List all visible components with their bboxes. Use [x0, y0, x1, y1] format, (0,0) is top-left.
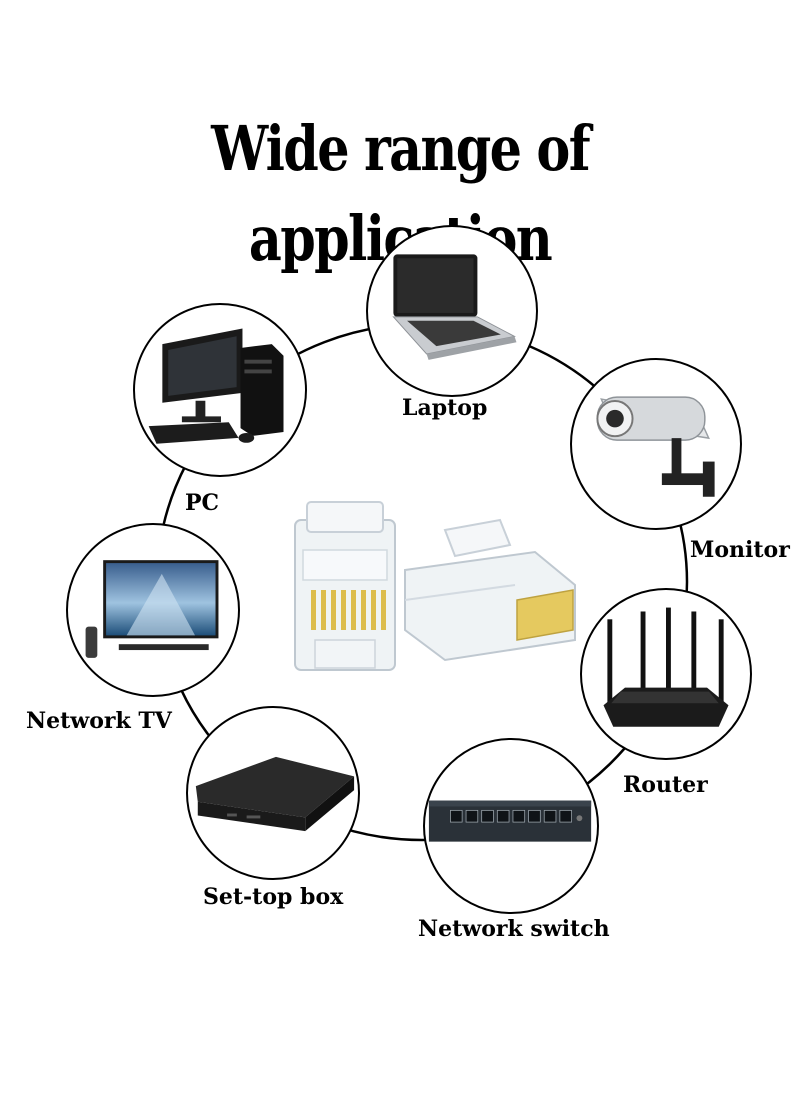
label-network-tv: Network TV	[26, 708, 172, 734]
laptop-icon	[392, 254, 517, 360]
network-switch-icon	[428, 800, 592, 842]
label-monitor: Monitor	[690, 537, 790, 563]
page-title: Wide range of application	[211, 112, 590, 275]
set-top-box-node	[186, 706, 360, 880]
label-set-top-box: Set-top box	[203, 884, 344, 910]
pc-node	[133, 303, 307, 477]
laptop-node	[366, 225, 538, 397]
set-top-box-icon	[195, 756, 355, 832]
desktop-pc-icon	[148, 328, 284, 444]
rj45-connector-icon	[285, 490, 585, 690]
security-camera-icon	[596, 396, 715, 497]
label-router: Router	[623, 772, 708, 798]
network-switch-node	[423, 738, 599, 914]
router-node	[580, 588, 752, 760]
wifi-router-icon	[603, 607, 729, 727]
television-icon	[85, 560, 219, 658]
label-pc: PC	[185, 490, 220, 516]
label-laptop: Laptop	[402, 395, 488, 421]
label-network-switch: Network switch	[418, 916, 610, 942]
network-tv-node	[66, 523, 240, 697]
monitor-node	[570, 358, 742, 530]
